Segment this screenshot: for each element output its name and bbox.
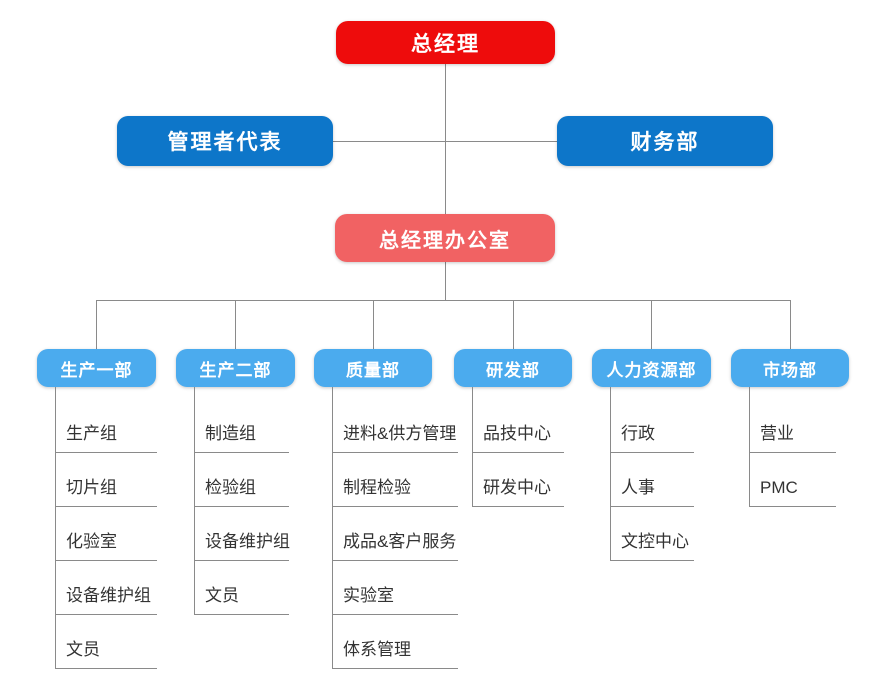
sub-unit: 设备维护组: [56, 561, 157, 615]
sub-unit: 生产组: [56, 387, 157, 453]
sub-unit: 品技中心: [473, 387, 564, 453]
sub-unit: 营业: [750, 387, 836, 453]
sub-unit: 文控中心: [611, 507, 694, 561]
sub-unit: 进料&供方管理: [333, 387, 458, 453]
sub-unit: 体系管理: [333, 615, 458, 669]
node-finance-department: 财务部: [557, 116, 773, 166]
sub-unit: 切片组: [56, 453, 157, 507]
node-dept-quality: 质量部: [314, 349, 432, 387]
sub-unit: 检验组: [195, 453, 289, 507]
sublist-hr: 行政 人事 文控中心: [610, 387, 694, 561]
sub-unit: 文员: [195, 561, 289, 615]
node-dept-market: 市场部: [731, 349, 849, 387]
node-dept-rnd: 研发部: [454, 349, 572, 387]
node-gm-office: 总经理办公室: [335, 214, 555, 262]
sublist-rnd: 品技中心 研发中心: [472, 387, 564, 507]
sub-unit: 实验室: [333, 561, 458, 615]
sub-unit: 制造组: [195, 387, 289, 453]
sublist-production-1: 生产组 切片组 化验室 设备维护组 文员: [55, 387, 157, 669]
sub-unit: 设备维护组: [195, 507, 290, 561]
sub-unit: 行政: [611, 387, 694, 453]
node-management-representative: 管理者代表: [117, 116, 333, 166]
sub-unit: 化验室: [56, 507, 157, 561]
sub-unit: PMC: [750, 453, 836, 507]
sublist-market: 营业 PMC: [749, 387, 836, 507]
node-dept-production-1: 生产一部: [37, 349, 156, 387]
sublist-production-2: 制造组 检验组 设备维护组 文员: [194, 387, 290, 615]
node-dept-production-2: 生产二部: [176, 349, 295, 387]
node-general-manager: 总经理: [336, 21, 555, 64]
sub-unit: 制程检验: [333, 453, 458, 507]
sub-unit: 人事: [611, 453, 694, 507]
sub-unit: 成品&客户服务: [333, 507, 458, 561]
sub-unit: 研发中心: [473, 453, 564, 507]
sub-unit: 文员: [56, 615, 157, 669]
node-dept-hr: 人力资源部: [592, 349, 711, 387]
sublist-quality: 进料&供方管理 制程检验 成品&客户服务 实验室 体系管理: [332, 387, 458, 669]
